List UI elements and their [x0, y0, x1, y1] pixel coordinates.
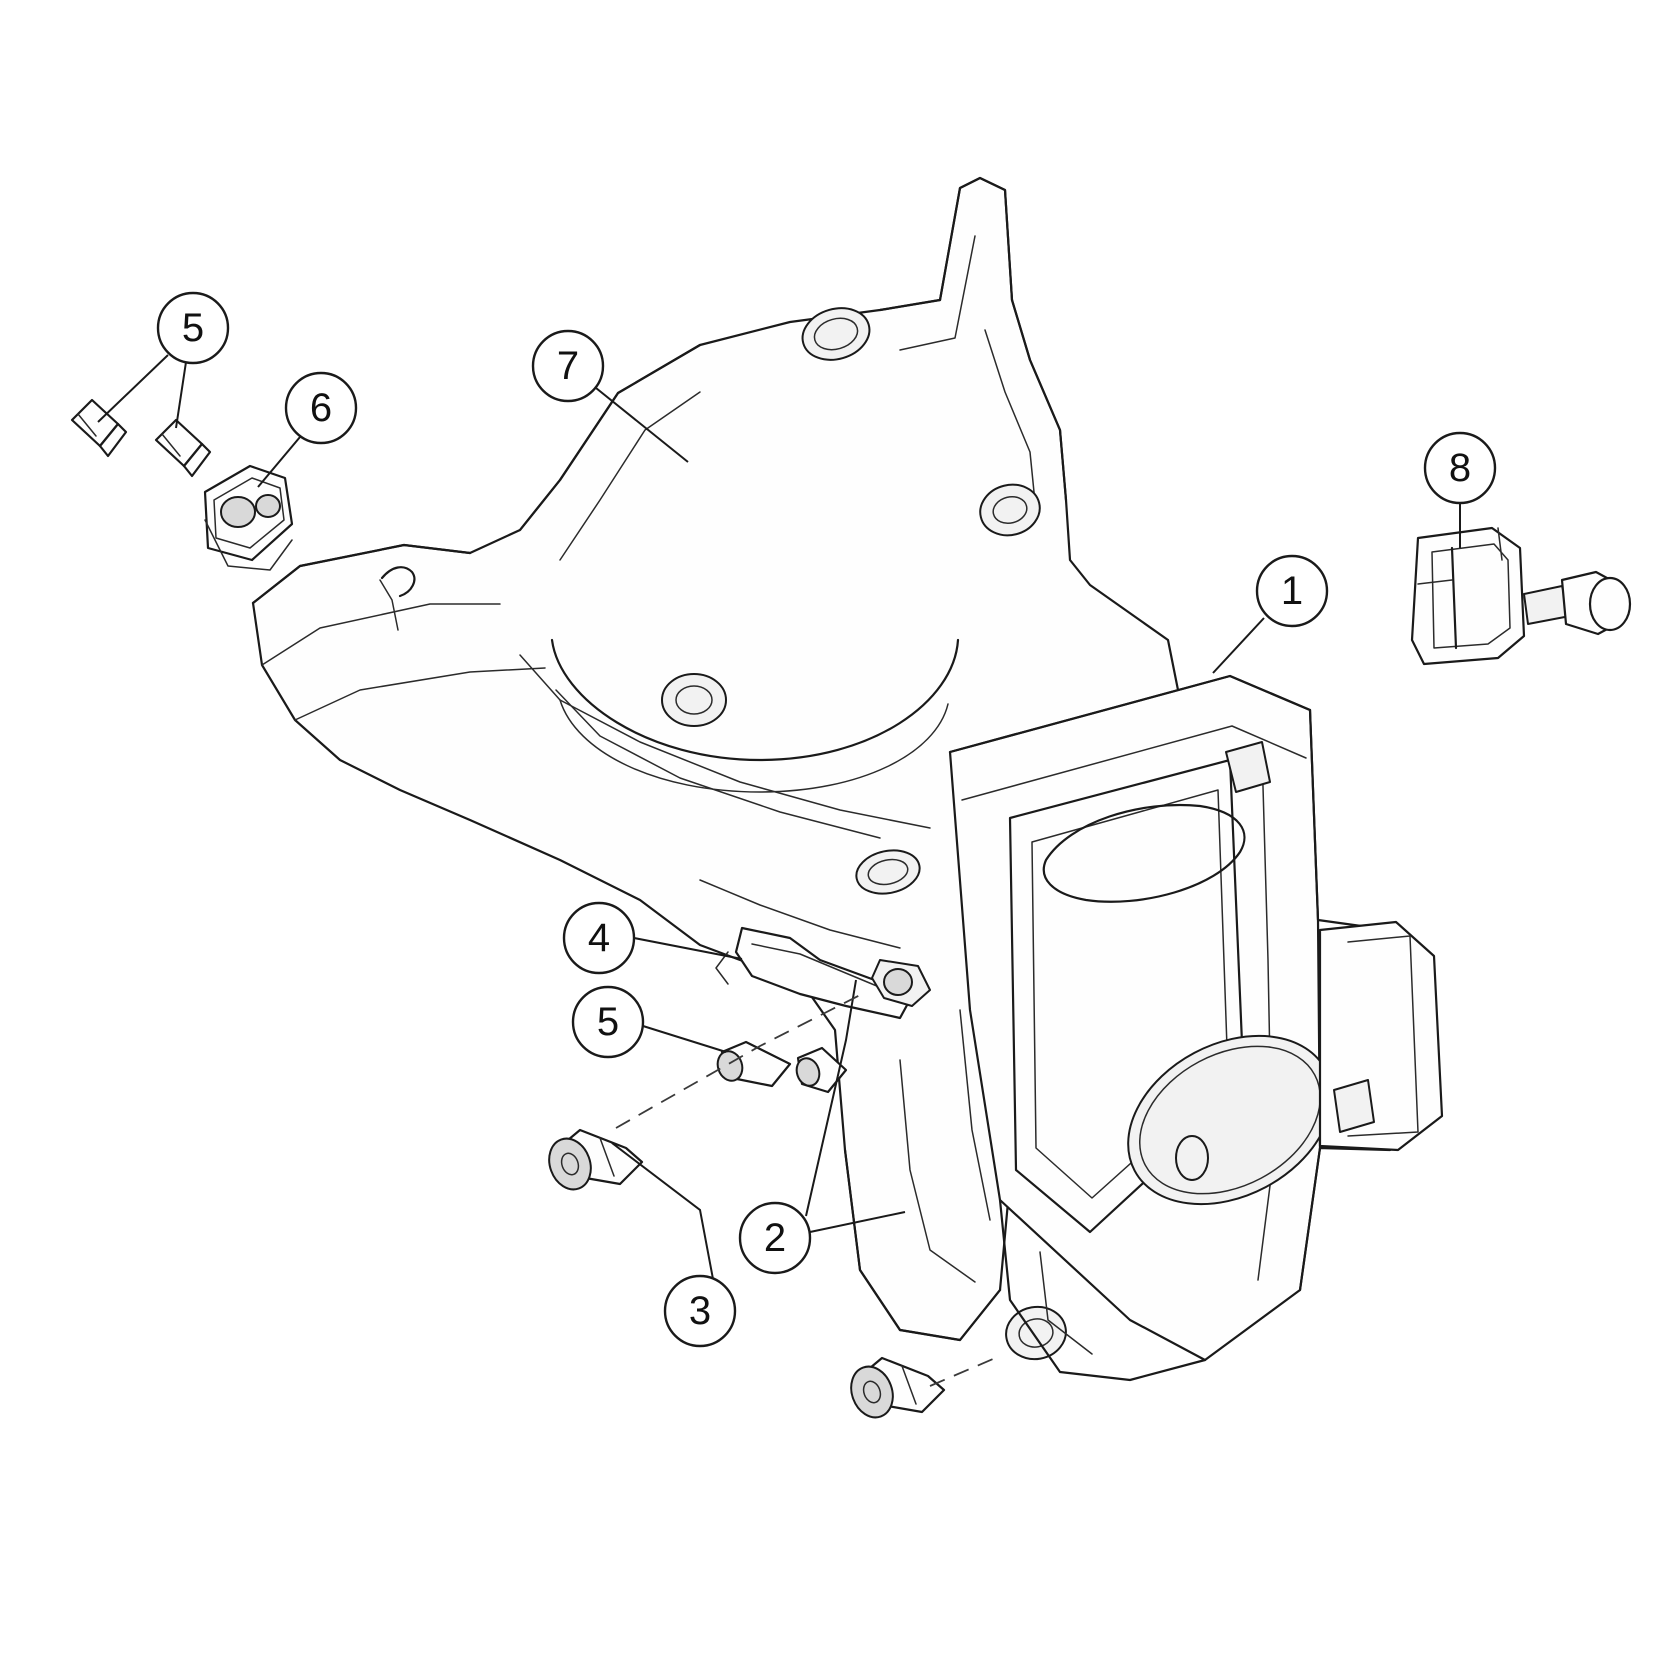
- part-clamp-plate: [203, 464, 294, 571]
- part-screw-mid-a: [716, 1040, 792, 1088]
- part-screw-mid-b: [795, 1046, 848, 1094]
- part-shoulder-screw-upper: [548, 1128, 644, 1191]
- callout-3[interactable]: 3: [663, 1274, 737, 1348]
- leader-lines: [97, 354, 1461, 1387]
- callout-5b[interactable]: 5: [571, 985, 645, 1059]
- callout-3-label: 3: [689, 1289, 711, 1333]
- callout-6[interactable]: 6: [284, 371, 358, 445]
- callout-4-label: 4: [588, 916, 610, 960]
- part-lever-bracket: [715, 926, 931, 1020]
- callout-4[interactable]: 4: [562, 901, 636, 975]
- callout-2-label: 2: [764, 1216, 786, 1260]
- callout-2[interactable]: 2: [738, 1201, 812, 1275]
- callout-7[interactable]: 7: [531, 329, 605, 403]
- part-screw-upper-b: [154, 418, 212, 478]
- callout-1-label: 1: [1281, 569, 1303, 613]
- callout-1[interactable]: 1: [1255, 554, 1329, 628]
- part-knob-clamp: [1410, 526, 1632, 666]
- part-shoulder-screw-lower: [850, 1356, 946, 1419]
- callout-7-label: 7: [557, 344, 579, 388]
- part-cover-seat: [550, 483, 1041, 793]
- callout-group: 1 2 3 4 5 5 6: [156, 291, 1497, 1348]
- part-main-housing: [251, 176, 1182, 1361]
- callout-5b-label: 5: [597, 1000, 619, 1044]
- callout-8-label: 8: [1449, 446, 1471, 490]
- callout-8[interactable]: 8: [1423, 431, 1497, 505]
- part-screw-upper-a: [70, 398, 128, 458]
- callout-5-label: 5: [182, 306, 204, 350]
- callout-6-label: 6: [310, 386, 332, 430]
- callout-5[interactable]: 5: [156, 291, 230, 365]
- part-right-block: [948, 674, 1444, 1382]
